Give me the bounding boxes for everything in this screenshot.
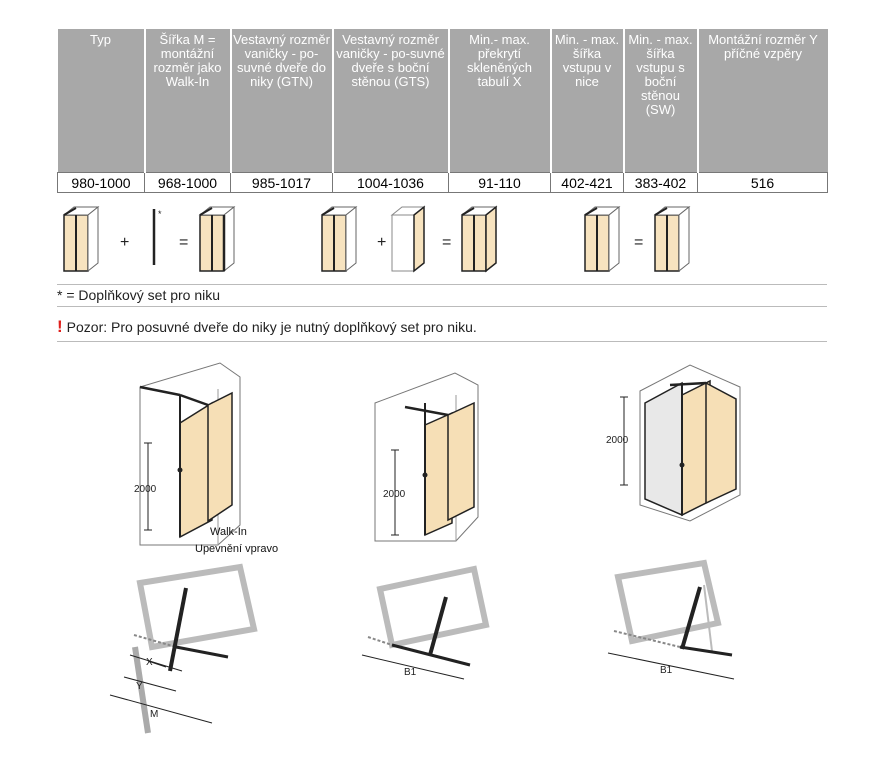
header-gtn: Vestavný rozměr vaničky - po-suvné dveře… — [230, 29, 334, 173]
dim-y-label: Y — [136, 681, 143, 692]
header-strut-y: Montážní rozměr Y příčné vzpěry — [697, 29, 828, 173]
equals-sign-2: = — [442, 234, 451, 251]
cell-gtn: 985-1017 — [230, 172, 333, 193]
plan-niche: B1 — [361, 565, 490, 680]
equals-sign-3: = — [634, 234, 643, 251]
drawings-svg: 2000 2000 — [109, 362, 741, 734]
cell-width-m: 968-1000 — [144, 172, 231, 193]
cell-entry-niche: 402-421 — [550, 172, 624, 193]
warning-icon: ! — [57, 317, 63, 336]
cell-typ: 980-1000 — [57, 172, 145, 193]
table-row: 980-1000 968-1000 985-1017 1004-1036 91-… — [57, 172, 828, 193]
warning-note: !Pozor: Pro posuvné dveře do niky je nut… — [57, 314, 827, 342]
table-header-row: Typ Šířka M = montážní rozměr jako Walk-… — [57, 29, 828, 173]
plus-sign-2: + — [377, 234, 386, 251]
combination-icons-drawing: + * = + = = — [63, 205, 690, 273]
caption-mounting: Upevnění vpravo — [195, 543, 279, 555]
dim-b1-label-1: B1 — [404, 667, 417, 678]
plus-sign: + — [120, 234, 129, 251]
spec-table: Typ Šířka M = montážní rozměr jako Walk-… — [57, 29, 828, 193]
caption-walkin: Walk-In — [210, 526, 247, 538]
plan-walkin: X Y M — [109, 563, 258, 734]
drawing-niche-3d: 2000 — [374, 372, 479, 542]
header-entry-sw: Min. - max. šířka vstupu s boční stěnou … — [623, 29, 699, 173]
height-label-1: 2000 — [134, 484, 157, 495]
footnote: * = Doplňkový set pro niku — [57, 284, 827, 307]
dim-x-label: X — [146, 657, 153, 668]
header-typ: Typ — [57, 29, 146, 173]
drawing-sidewall-3d: 2000 — [606, 364, 741, 522]
drawing-walkin-3d: 2000 — [134, 362, 241, 546]
technical-drawings: 2000 2000 — [100, 355, 820, 775]
cell-overlap-x: 91-110 — [448, 172, 551, 193]
equals-sign: = — [179, 234, 188, 251]
cell-strut-y: 516 — [697, 172, 828, 193]
header-gts: Vestavný rozměr vaničky - po-suvné dveře… — [332, 29, 450, 173]
dim-b1-label-2: B1 — [660, 665, 673, 676]
warning-text: Pozor: Pro posuvné dveře do niky je nutn… — [66, 319, 477, 335]
asterisk-mark: * — [158, 209, 162, 219]
header-entry-niche: Min. - max. šířka vstupu v nice — [550, 29, 625, 173]
dim-m-label: M — [150, 709, 158, 720]
combination-icons: + * = + = = — [57, 201, 827, 281]
plan-sidewall: B1 — [607, 559, 735, 680]
cell-gts: 1004-1036 — [332, 172, 449, 193]
header-width-m: Šířka M = montážní rozměr jako Walk-In — [144, 29, 232, 173]
height-label-2: 2000 — [383, 489, 406, 500]
height-label-3: 2000 — [606, 435, 629, 446]
header-overlap-x: Min.- max. překrytí skleněných tabulí X — [448, 29, 552, 173]
cell-entry-sw: 383-402 — [623, 172, 698, 193]
